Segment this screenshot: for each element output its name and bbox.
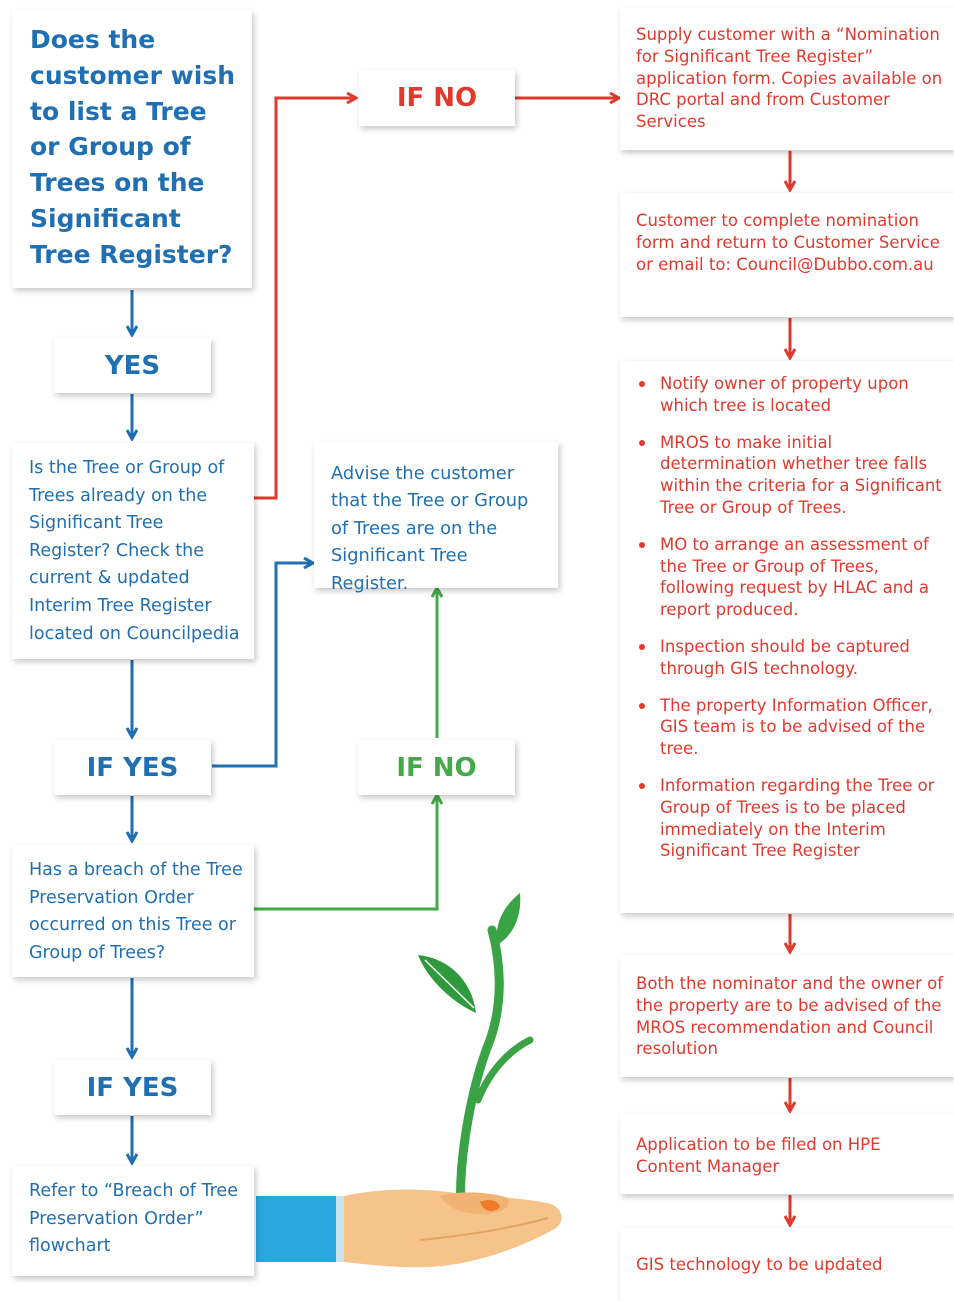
supply-form-text: Supply customer with a “Nomination for S…	[636, 25, 943, 132]
bullet-dot	[639, 643, 645, 650]
arrow-breach-to-ifno	[254, 796, 437, 911]
plant-leaf-left-vein	[424, 959, 475, 1009]
supply-form-box: Supply customer with a “Nomination for S…	[620, 8, 954, 150]
if-no-top-label: IF NO	[396, 83, 478, 113]
step-text: The property Information Officer, GIS te…	[660, 695, 933, 759]
sleeve-blue	[256, 1196, 342, 1262]
file-application-box: Application to be filed on HPE Content M…	[620, 1114, 954, 1194]
refer-flowchart-box: Refer to “Breach of Tree Preservation Or…	[12, 1166, 254, 1276]
advise-both-box: Both the nominator and the owner of the …	[620, 955, 954, 1077]
gis-update-box: GIS technology to be updated	[620, 1228, 954, 1301]
bullet-dot	[639, 541, 645, 548]
breach-question-text: Has a breach of the Tree Preservation Or…	[29, 860, 243, 963]
if-yes-label-box-2: IF YES	[54, 1060, 211, 1115]
bullet-dot	[639, 381, 645, 387]
check-register-text: Is the Tree or Group of Trees already on…	[29, 458, 240, 644]
breach-question-box: Has a breach of the Tree Preservation Or…	[12, 845, 254, 977]
if-no-bottom-box: IF NO	[358, 740, 515, 795]
if-no-top-box: IF NO	[359, 70, 515, 126]
step-text: MROS to make initial determination wheth…	[660, 432, 942, 517]
complete-nomination-text: Customer to complete nomination form and…	[636, 211, 940, 274]
finger-line	[419, 1217, 549, 1241]
advise-both-text: Both the nominator and the owner of the …	[636, 974, 944, 1059]
check-register-box: Is the Tree or Group of Trees already on…	[12, 443, 254, 659]
step-item: Information regarding the Tree or Group …	[636, 775, 948, 862]
yes-label: YES	[104, 350, 161, 381]
arrow-ifyes-to-advise	[212, 563, 312, 768]
assessment-steps-box: Notify owner of property upon which tree…	[620, 361, 954, 913]
plant-leaf-left	[418, 955, 476, 1013]
step-item: MO to arrange an assessment of the Tree …	[636, 534, 948, 621]
if-yes-label-1: IF YES	[86, 752, 179, 783]
advise-customer-box: Advise the customer that the Tree or Gro…	[314, 442, 558, 594]
plant-leaf-top	[496, 893, 521, 945]
advise-customer-text: Advise the customer that the Tree or Gro…	[331, 463, 529, 594]
complete-nomination-box: Customer to complete nomination form and…	[620, 193, 954, 317]
step-text: Information regarding the Tree or Group …	[660, 775, 935, 861]
bullet-dot	[639, 782, 645, 789]
step-item: MROS to make initial determination wheth…	[636, 432, 948, 519]
gis-update-text: GIS technology to be updated	[636, 1255, 883, 1274]
step-item: Inspection should be captured through GI…	[636, 636, 948, 680]
if-yes-label-box-1: IF YES	[54, 740, 211, 795]
step-item: The property Information Officer, GIS te…	[636, 695, 948, 760]
cuff	[336, 1196, 346, 1262]
file-application-text: Application to be filed on HPE Content M…	[636, 1135, 881, 1176]
if-yes-label-2: IF YES	[86, 1072, 179, 1103]
arrow-check-to-ifno	[254, 98, 355, 500]
question-main-box: Does the customer wish to list a Tree or…	[12, 10, 252, 288]
hand	[344, 1189, 562, 1268]
step-text: MO to arrange an assessment of the Tree …	[660, 534, 930, 620]
thumbnail	[480, 1199, 500, 1212]
plant-branch-right	[474, 1036, 534, 1104]
question-main-text: Does the customer wish to list a Tree or…	[30, 25, 236, 269]
bullet-dot	[639, 439, 645, 446]
refer-flowchart-text: Refer to “Breach of Tree Preservation Or…	[29, 1181, 238, 1257]
assessment-steps-list: Notify owner of property upon which tree…	[636, 373, 948, 862]
hand-holding-plant-icon	[256, 893, 562, 1268]
if-no-bottom-label: IF NO	[396, 752, 477, 783]
step-item: Notify owner of property upon which tree…	[636, 373, 948, 417]
step-text: Notify owner of property upon which tree…	[660, 374, 909, 415]
step-text: Inspection should be captured through GI…	[660, 636, 910, 678]
plant-stem	[456, 925, 504, 1227]
yes-label-box: YES	[54, 338, 211, 393]
bullet-dot	[639, 702, 645, 709]
